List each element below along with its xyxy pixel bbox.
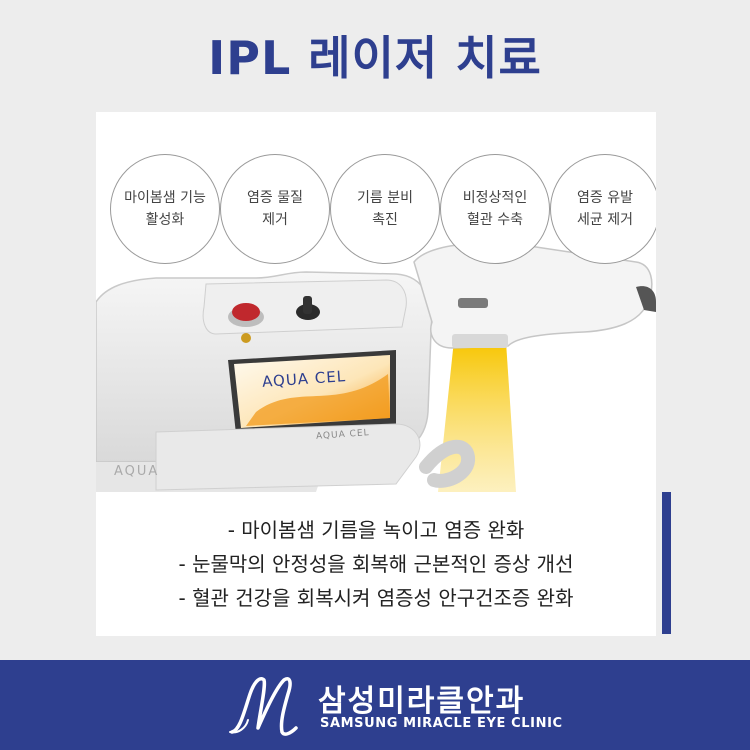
benefit-circle-vessel-contraction: 비정상적인 혈관 수축 bbox=[440, 154, 550, 264]
benefit-line: 혈관 수축 bbox=[467, 212, 523, 228]
footer-banner bbox=[0, 660, 750, 750]
benefit-line: 염증 물질 bbox=[247, 190, 303, 206]
benefit-circle-meibomian: 마이봄샘 기능 활성화 bbox=[110, 154, 220, 264]
note-line: - 마이봄샘 기름을 녹이고 염증 완화 bbox=[227, 518, 525, 542]
device-photo: AQUA CEL AQUA CEL AQUA 마이봄샘 기능 활성화 염증 물질… bbox=[96, 112, 656, 492]
ipl-device-illustration bbox=[96, 242, 656, 492]
note-line: - 혈관 건강을 회복시켜 염증성 안구건조증 완화 bbox=[178, 586, 574, 610]
benefit-line: 세균 제거 bbox=[577, 212, 633, 228]
benefit-line: 비정상적인 bbox=[462, 190, 528, 206]
note-line: - 눈물막의 안정성을 회복해 근본적인 증상 개선 bbox=[178, 552, 574, 576]
benefit-line: 염증 유발 bbox=[577, 190, 633, 206]
benefit-circle-inflammatory-removal: 염증 물질 제거 bbox=[220, 154, 330, 264]
treatment-notes: - 마이봄샘 기름을 녹이고 염증 완화 - 눈물막의 안정성을 회복해 근본적… bbox=[96, 492, 656, 636]
benefit-line: 제거 bbox=[262, 212, 288, 228]
benefit-line: 촉진 bbox=[372, 212, 398, 228]
page-title: IPL 레이저 치료 bbox=[208, 31, 542, 85]
clinic-name-english: SAMSUNG MIRACLE EYE CLINIC bbox=[320, 716, 563, 731]
accent-bar bbox=[662, 492, 671, 634]
benefit-circle-bacteria-removal: 염증 유발 세균 제거 bbox=[550, 154, 656, 264]
benefit-line: 활성화 bbox=[145, 212, 185, 228]
benefit-line: 기름 분비 bbox=[357, 190, 413, 206]
clinic-logo-m-icon bbox=[229, 677, 298, 736]
benefit-circle-oil-secretion: 기름 분비 촉진 bbox=[330, 154, 440, 264]
side-brand: AQUA bbox=[114, 464, 160, 479]
benefit-line: 마이봄샘 기능 bbox=[124, 190, 206, 206]
clinic-name-korean: 삼성미라클안과 bbox=[318, 684, 526, 719]
